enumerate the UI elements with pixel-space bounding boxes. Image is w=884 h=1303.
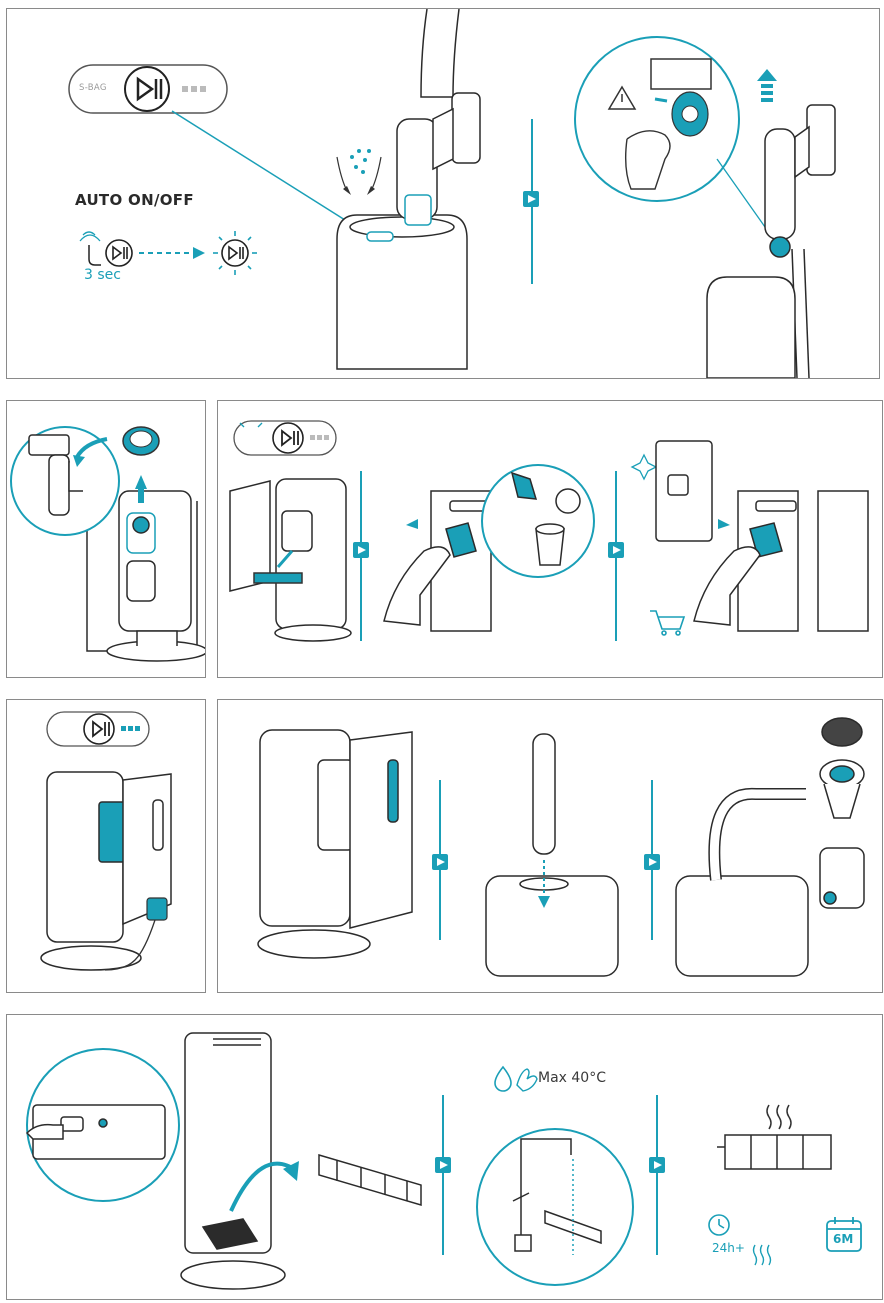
bin-icon bbox=[510, 471, 581, 566]
arrow-right-icon bbox=[435, 1157, 451, 1173]
tap-rinse bbox=[512, 1138, 602, 1252]
new-bag bbox=[655, 440, 713, 542]
control-pill bbox=[46, 711, 150, 747]
filter-cap bbox=[122, 426, 160, 503]
stick-vacuum-lifted bbox=[706, 104, 836, 378]
arrow-right-icon bbox=[523, 191, 539, 207]
dock-open-door bbox=[257, 729, 413, 959]
replace-interval-label: 6M bbox=[833, 1232, 854, 1246]
heat-waves-icon bbox=[752, 1244, 772, 1266]
play-pause-icon bbox=[136, 76, 163, 102]
play-pause-icon bbox=[281, 429, 299, 447]
charger-icon bbox=[104, 897, 168, 971]
calendar-icon bbox=[826, 1217, 862, 1252]
hold-time-label: 3 sec bbox=[84, 267, 121, 283]
sparkle-icon bbox=[630, 453, 658, 481]
panel-charge-illustration bbox=[40, 711, 172, 971]
hand-press-icon bbox=[79, 231, 101, 266]
bag-insert-hand bbox=[693, 490, 869, 632]
arrow-right-icon bbox=[432, 854, 448, 870]
play-pause-blink-icon bbox=[213, 231, 257, 275]
bag-removal-hand bbox=[383, 490, 492, 632]
tray-handle-detail bbox=[25, 1104, 166, 1160]
dock-open-charge bbox=[40, 771, 172, 971]
panel-replace-bag-illustration bbox=[229, 420, 869, 642]
arrow-right-icon bbox=[353, 542, 369, 558]
panel-auto-on-off-illustration bbox=[68, 9, 836, 378]
panel-charge bbox=[6, 699, 206, 993]
arrow-right-icon bbox=[649, 1157, 665, 1173]
filter-drying bbox=[717, 1134, 832, 1170]
panel-clean-hose bbox=[217, 699, 883, 993]
panel-auto-on-off: S-BAG AUTO ON/OFF 3 sec bbox=[6, 8, 880, 379]
hose-connected bbox=[675, 787, 809, 977]
arrow-right-icon bbox=[644, 854, 660, 870]
dock-side-view bbox=[180, 1032, 286, 1290]
panel-remove-filter-cap-illustration bbox=[10, 426, 205, 662]
control-pill bbox=[68, 64, 228, 114]
dust-particles-icon bbox=[336, 149, 382, 195]
auto-on-off-title: AUTO ON/OFF bbox=[75, 191, 194, 209]
control-pill bbox=[233, 420, 337, 456]
pill-label: S-BAG bbox=[79, 83, 107, 93]
arrow-right-icon bbox=[608, 542, 624, 558]
water-temperature-label: Max 40°C bbox=[538, 1070, 606, 1086]
dock-station bbox=[336, 214, 468, 370]
up-arrow-icon bbox=[757, 69, 777, 102]
dock-open bbox=[229, 478, 352, 642]
filter-parts bbox=[819, 717, 865, 909]
hose-insert bbox=[485, 733, 619, 977]
panel-clean-hose-illustration bbox=[257, 717, 865, 977]
dry-time-label: 24h+ bbox=[712, 1241, 745, 1255]
panel-remove-filter-cap bbox=[6, 400, 206, 678]
heat-waves-icon bbox=[766, 1104, 792, 1130]
panel-wash-filter: Max 40°C 24h+ 6M bbox=[6, 1014, 883, 1300]
warning-icon bbox=[607, 85, 637, 110]
panel-replace-bag bbox=[217, 400, 883, 678]
stick-vacuum bbox=[396, 9, 481, 226]
water-drop-icon bbox=[494, 1065, 512, 1092]
clock-icon bbox=[708, 1214, 730, 1236]
play-pause-icon bbox=[92, 720, 110, 738]
panel-wash-filter-illustration bbox=[25, 1032, 862, 1290]
zoom-detail-remove-filter bbox=[574, 36, 740, 202]
cart-icon bbox=[650, 610, 686, 636]
hand-wash-icon bbox=[516, 1068, 538, 1092]
filter-tray bbox=[318, 1153, 422, 1207]
